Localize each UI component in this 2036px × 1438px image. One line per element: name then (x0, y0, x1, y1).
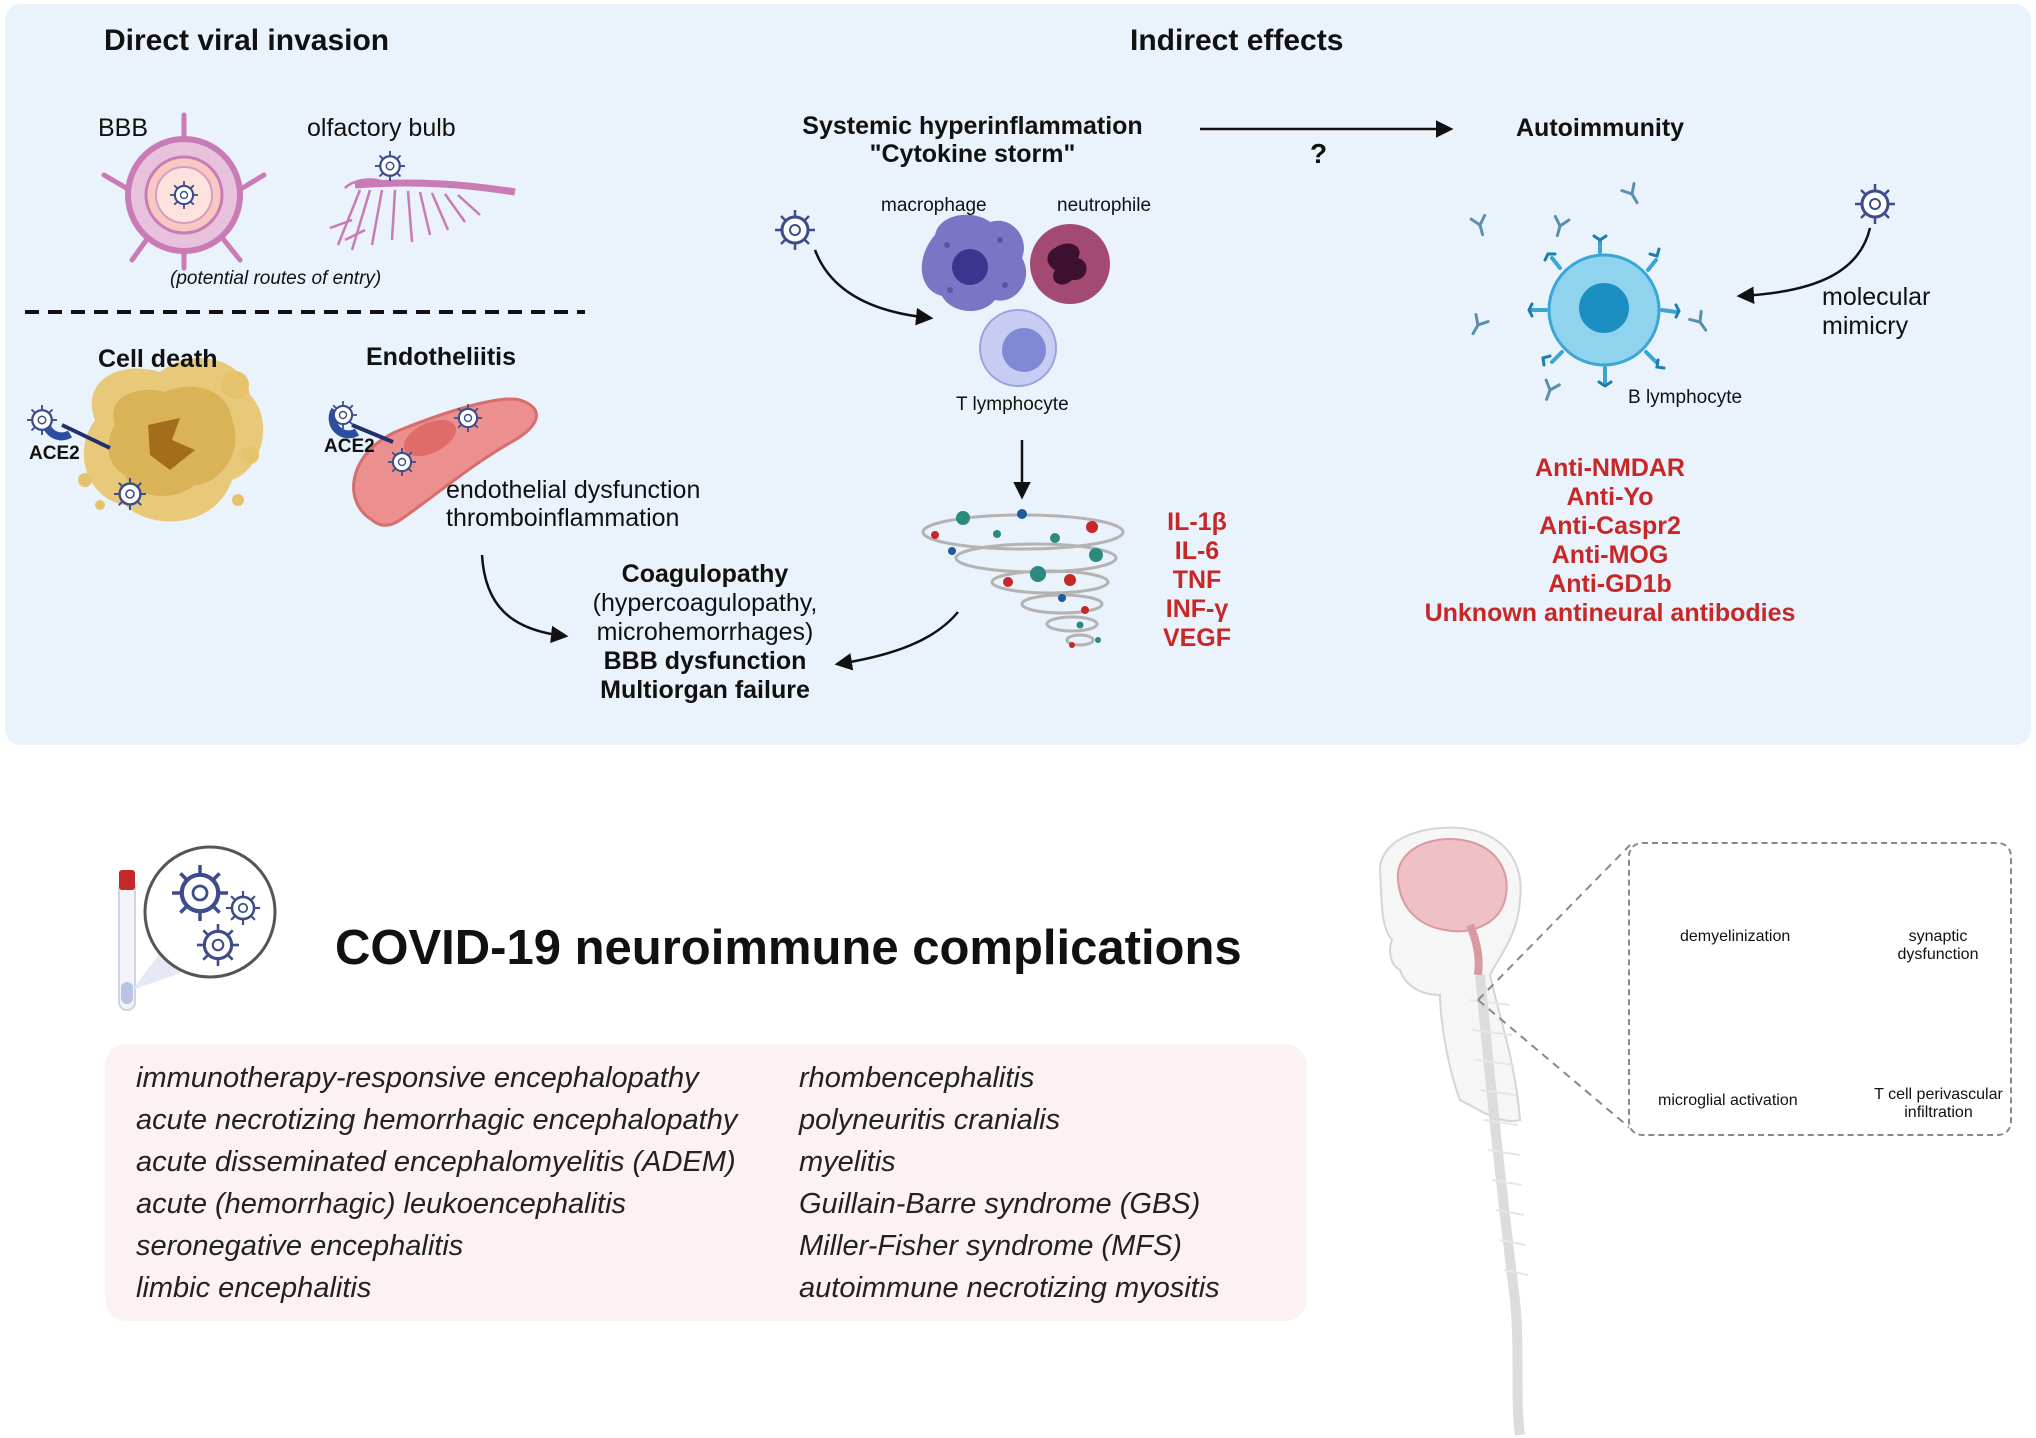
cytokine-item: IL-6 (1174, 537, 1220, 565)
question-mark: ? (1310, 138, 1328, 169)
list-item: rhombencephalitis (799, 1062, 1035, 1094)
antibody-item: Anti-Yo (1566, 483, 1654, 511)
coagulopathy-label: Coagulopathy (621, 560, 789, 588)
apoptotic-cell-icon (78, 358, 264, 522)
endothelial-dysfunction-label: endothelial dysfunction (446, 476, 701, 504)
bbb-label: BBB (98, 114, 149, 142)
synaptic-dysfunction-label: synaptic dysfunction (1868, 928, 2008, 964)
olfactory-bulb-icon (329, 149, 516, 251)
arrow-endothelial-to-outcomes (480, 554, 569, 644)
microglial-activation-label: microglial activation (1658, 1092, 1798, 1109)
complications-right-column: rhombencephalitis polyneuritis cranialis… (799, 1057, 1220, 1309)
arrow-mimicry (1736, 227, 1872, 305)
arrow-storm-to-outcomes (834, 611, 959, 671)
antibody-item: Anti-GD1b (1548, 570, 1672, 598)
tcell-line1: T cell perivascular (1874, 1086, 2003, 1103)
cell-death-title: Cell death (98, 345, 218, 373)
antibody-item: Unknown antineural antibodies (1424, 599, 1796, 627)
list-item: Guillain-Barre syndrome (GBS) (799, 1188, 1201, 1220)
outcomes-block: Coagulopathy (hypercoagulopathy, microhe… (565, 560, 845, 705)
human-head-icon (1378, 826, 1631, 1436)
hyperinflammation-line1: Systemic hyperinflammation (802, 112, 1143, 140)
list-item: limbic encephalitis (136, 1272, 372, 1304)
virus-icon (1853, 182, 1897, 226)
antibody-list: Anti-NMDAR Anti-Yo Anti-Caspr2 Anti-MOG … (1380, 454, 1840, 628)
synaptic-line2: dysfunction (1897, 946, 1979, 963)
direct-invasion-title: Direct viral invasion (104, 24, 390, 57)
synaptic-line1: synaptic (1908, 928, 1968, 945)
cns-pathology-inset (1628, 842, 2012, 1136)
main-title: COVID-19 neuroimmune complications (335, 921, 1242, 975)
cytokine-particles (931, 509, 1103, 648)
endothelial-cell-icon (352, 397, 538, 527)
b-lymphocyte-icon (1527, 234, 1681, 388)
hyperinflammation-label: Systemic hyperinflammation "Cytokine sto… (780, 112, 1165, 168)
complications-left-column: immunotherapy-responsive encephalopathy … (136, 1057, 737, 1309)
list-item: seronegative encephalitis (136, 1230, 464, 1262)
thromboinflammation-label: thromboinflammation (446, 504, 680, 532)
hyperinflammation-line2: "Cytokine storm" (869, 140, 1076, 168)
indirect-effects-title: Indirect effects (1130, 24, 1344, 57)
coagulopathy-sub2: microhemorrhages) (596, 618, 814, 646)
t-lymphocyte-icon (979, 309, 1057, 387)
list-item: autoimmune necrotizing myositis (799, 1272, 1220, 1304)
arrow-virus-to-immune-cells (813, 249, 934, 326)
cytokine-item: INF-γ (1165, 595, 1229, 623)
virus-icon (327, 399, 359, 431)
b-lymphocyte-label: B lymphocyte (1628, 387, 1743, 408)
t-lymphocyte-label: T lymphocyte (956, 394, 1069, 415)
antibody-item: Anti-MOG (1551, 541, 1669, 569)
macrophage-icon (921, 214, 1027, 312)
list-item: acute (hemorrhagic) leukoencephalitis (136, 1188, 627, 1220)
molecular-mimicry-label: molecular mimicry (1822, 283, 1930, 341)
neutrophile-icon (1030, 224, 1110, 304)
cytokine-storm-icon (921, 513, 1125, 647)
demyelinization-label: demyelinization (1680, 928, 1791, 945)
autoimmunity-label: Autoimmunity (1516, 114, 1685, 142)
list-item: Miller-Fisher syndrome (MFS) (799, 1230, 1182, 1262)
list-item: polyneuritis cranialis (799, 1104, 1061, 1136)
neutrophile-label: neutrophile (1057, 195, 1152, 216)
virus-icon (452, 402, 484, 434)
virus-icon (386, 446, 418, 478)
endotheliitis-title: Endotheliitis (366, 343, 516, 371)
olfactory-label: olfactory bulb (307, 114, 456, 142)
cytokine-item: TNF (1172, 566, 1222, 594)
cytokine-item: VEGF (1162, 624, 1232, 652)
mimicry-line2: mimicry (1822, 312, 1909, 340)
list-item: myelitis (799, 1146, 896, 1178)
routes-note: (potential routes of entry) (170, 268, 382, 289)
ace2-label: ACE2 (29, 443, 80, 464)
t-cell-infiltration-label: T cell perivascular infiltration (1866, 1086, 2011, 1122)
list-item: acute necrotizing hemorrhagic encephalop… (136, 1104, 738, 1136)
cytokine-item: IL-1β (1167, 508, 1227, 536)
bbb-vessel-icon (101, 112, 267, 271)
virus-icon (773, 208, 817, 252)
list-item: immunotherapy-responsive encephalopathy (136, 1062, 699, 1094)
bbb-dysfunction-label: BBB dysfunction (603, 647, 807, 675)
cytokine-list: IL-1β IL-6 TNF INF-γ VEGF (1142, 508, 1252, 653)
tcell-line2: infiltration (1904, 1104, 1973, 1121)
complications-list (105, 1044, 1307, 1321)
mimicry-line1: molecular (1822, 283, 1931, 311)
virus-icon (25, 403, 59, 437)
antibody-item: Anti-Caspr2 (1539, 512, 1681, 540)
coagulopathy-sub1: (hypercoagulopathy, (592, 589, 818, 617)
antibody-item: Anti-NMDAR (1535, 454, 1685, 482)
list-item: acute disseminated encephalomyelitis (AD… (136, 1146, 736, 1178)
multiorgan-failure-label: Multiorgan failure (600, 676, 810, 704)
ace2-label: ACE2 (324, 436, 375, 457)
test-tube-icon (118, 845, 277, 1011)
macrophage-label: macrophage (881, 195, 987, 216)
